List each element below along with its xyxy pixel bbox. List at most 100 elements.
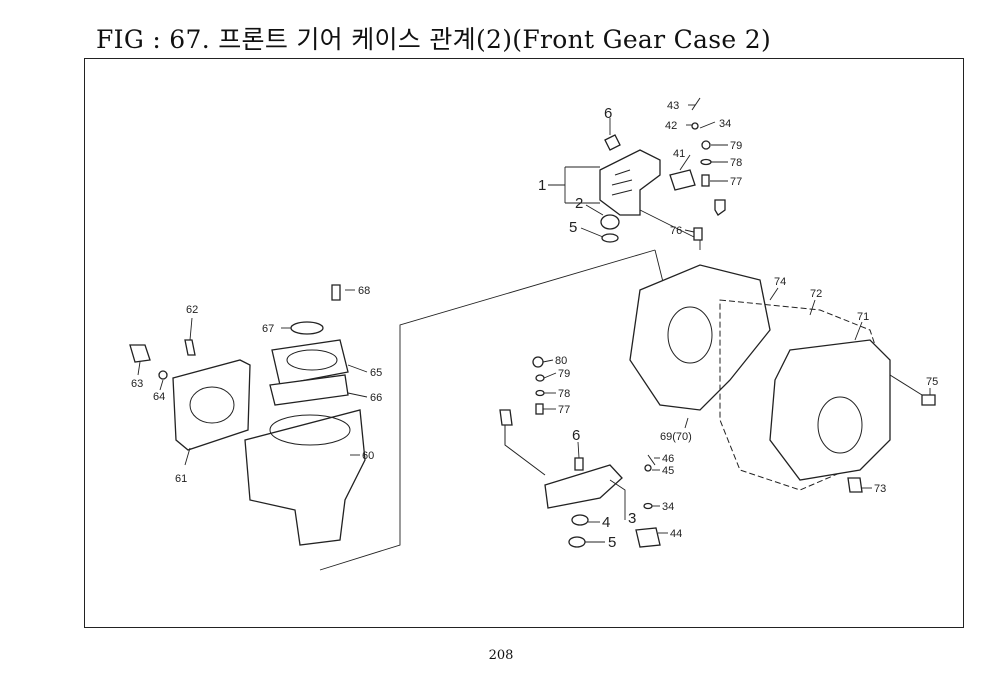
leader-61 xyxy=(184,447,191,466)
leader-66 xyxy=(347,392,368,398)
callout-34-top: 34 xyxy=(719,118,731,130)
leader-76 xyxy=(684,229,695,233)
nut-79 xyxy=(701,140,711,150)
callout-5-top: 5 xyxy=(569,219,577,236)
callout-63: 63 xyxy=(131,378,143,390)
callout-2: 2 xyxy=(575,195,583,212)
leader-72 xyxy=(809,299,816,316)
callout-6-bottom: 6 xyxy=(572,427,580,444)
callout-79-bottom: 79 xyxy=(558,368,570,380)
bolt-75-axis xyxy=(889,374,923,396)
leader-41 xyxy=(679,154,691,171)
bolt-6-lower xyxy=(574,457,584,471)
callout-4: 4 xyxy=(602,514,610,531)
nut-79-lower xyxy=(535,374,545,382)
rubber-mount-2 xyxy=(600,214,620,230)
callout-73: 73 xyxy=(874,483,886,495)
callout-78-top: 78 xyxy=(730,157,742,169)
leader-80 xyxy=(542,359,554,363)
leader-5-top xyxy=(580,227,604,238)
callout-3: 3 xyxy=(628,510,636,527)
bolt-lower xyxy=(714,199,726,216)
leader-62 xyxy=(189,317,193,341)
upper-bolt-6 xyxy=(604,134,621,151)
page-number: 208 xyxy=(488,648,514,663)
callout-42: 42 xyxy=(665,120,677,132)
case-body-60 xyxy=(244,409,366,546)
callout-76: 76 xyxy=(670,225,682,237)
flange-plate-65 xyxy=(271,339,349,386)
leader-79-bottom xyxy=(543,372,557,379)
callout-79-top: 79 xyxy=(730,140,742,152)
callout-74: 74 xyxy=(774,276,786,288)
transmission-case xyxy=(629,264,936,493)
callout-labels: 1 2 5 6 43 42 34 41 79 78 77 76 68 67 65… xyxy=(131,100,938,551)
washer-64 xyxy=(158,370,168,380)
washer-78 xyxy=(700,158,712,166)
washer-5 xyxy=(601,233,619,243)
callout-68: 68 xyxy=(358,285,370,297)
callout-65: 65 xyxy=(370,367,382,379)
plug-73 xyxy=(847,477,863,493)
callout-62: 62 xyxy=(186,304,198,316)
cotter-pin-46 xyxy=(647,454,656,466)
gear-case-69 xyxy=(629,264,771,411)
washer-5-lower xyxy=(568,536,586,548)
nut-34 xyxy=(643,502,653,510)
callout-43: 43 xyxy=(667,100,679,112)
callout-80: 80 xyxy=(555,355,567,367)
callout-69: 69(70) xyxy=(660,431,692,443)
leader-lines xyxy=(137,104,931,543)
bolt-68 xyxy=(331,284,341,301)
leader-65 xyxy=(347,364,368,373)
page-title: FIG : 67. 프론트 기어 케이스 관계(2)(Front Gear Ca… xyxy=(96,25,771,54)
diagram-frame xyxy=(84,58,964,628)
gear-case-housing xyxy=(129,284,366,546)
pin-45 xyxy=(644,464,652,472)
leader-71 xyxy=(854,321,863,341)
callout-75: 75 xyxy=(926,376,938,388)
callout-45: 45 xyxy=(662,465,674,477)
flange-plate-bore xyxy=(286,349,338,371)
cover-bore xyxy=(817,396,863,454)
rod-end-44 xyxy=(635,527,661,548)
leader-6-bottom xyxy=(577,441,580,459)
cover-71 xyxy=(769,339,891,481)
leader-63 xyxy=(137,361,141,376)
bolt-left xyxy=(499,409,513,426)
callout-66: 66 xyxy=(370,392,382,404)
callout-77-bottom: 77 xyxy=(558,404,570,416)
nut-80 xyxy=(532,356,544,368)
lower-bracket-3 xyxy=(544,464,623,509)
leader-2 xyxy=(585,204,604,216)
callout-5-bottom: 5 xyxy=(608,534,616,551)
callout-60: 60 xyxy=(362,450,374,462)
leader-1 xyxy=(548,166,600,204)
case-body-top-opening xyxy=(269,414,351,446)
washer-78-lower xyxy=(535,389,545,397)
callout-78-bottom: 78 xyxy=(558,388,570,400)
callout-67: 67 xyxy=(262,323,274,335)
link-rod xyxy=(504,425,546,476)
callout-77-top: 77 xyxy=(730,176,742,188)
callout-6-top: 6 xyxy=(604,105,612,122)
callout-72: 72 xyxy=(810,288,822,300)
top-bracket-assembly xyxy=(599,97,726,243)
stud-76 xyxy=(693,227,703,241)
leader-74 xyxy=(769,287,779,301)
callout-44: 44 xyxy=(670,528,682,540)
pin-42 xyxy=(691,122,699,130)
gasket-66 xyxy=(269,374,349,406)
rubber-mount-4 xyxy=(571,514,589,526)
seal-67 xyxy=(290,321,324,335)
gasket-plate-hole xyxy=(189,386,235,424)
callout-64: 64 xyxy=(153,391,165,403)
leader-64 xyxy=(159,379,164,391)
assembly-line-left xyxy=(319,249,656,571)
rod-end-41 xyxy=(669,169,696,191)
bolt-63 xyxy=(129,344,151,363)
gasket-plate-61 xyxy=(172,359,251,451)
gear-case-bore xyxy=(667,306,713,364)
bushing-77-lower xyxy=(535,403,544,415)
